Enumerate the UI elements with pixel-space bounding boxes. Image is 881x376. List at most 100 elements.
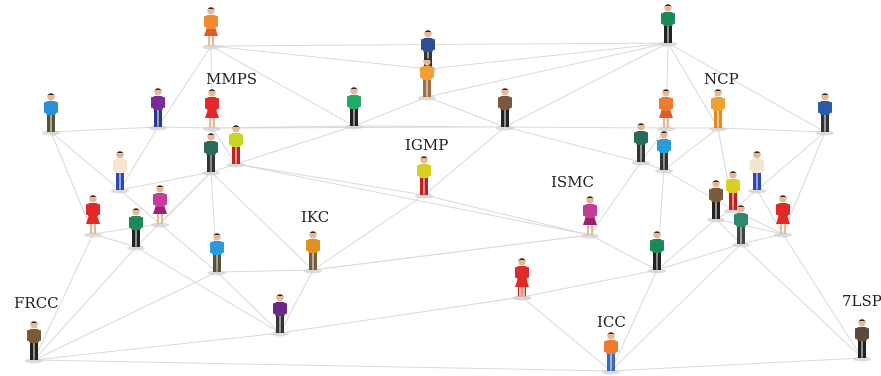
network-edge — [782, 233, 863, 359]
network-edge — [210, 45, 429, 70]
label-ismc: ISMC — [551, 173, 594, 191]
label-ikc: IKC — [301, 208, 329, 226]
person-icon — [496, 88, 514, 131]
person-icon — [513, 258, 531, 301]
network-edge — [33, 271, 218, 361]
network-edge — [50, 131, 94, 235]
network-edge — [663, 127, 719, 171]
network-edge — [33, 246, 137, 361]
label-icc: ICC — [597, 313, 626, 331]
label-7lsp: 7LSP — [842, 292, 881, 310]
network-edge — [423, 194, 591, 236]
network-edge — [33, 233, 94, 361]
labels-layer: MMPS NCP IGMP ISMC IKC FRCC ICC 7LSP — [14, 70, 881, 331]
network-edge — [279, 269, 314, 334]
network-edge — [427, 42, 669, 70]
network-edge — [119, 189, 161, 225]
network-edge — [715, 218, 742, 245]
network-edge — [589, 234, 658, 271]
person-icon — [202, 7, 220, 50]
network-edge — [663, 169, 734, 211]
network-edge — [610, 357, 863, 372]
network-edge — [504, 126, 642, 163]
network-edge — [426, 42, 669, 98]
person-icon — [659, 4, 677, 47]
network-edge — [210, 42, 669, 47]
network-edge — [312, 234, 591, 271]
person-icon — [415, 156, 433, 199]
network-edge — [521, 296, 612, 372]
network-edge — [610, 243, 742, 372]
network-edge — [216, 269, 314, 273]
people-layer — [25, 4, 871, 375]
person-icon — [25, 321, 43, 364]
person-icon — [581, 196, 599, 239]
person-icon — [127, 208, 145, 251]
network-edge — [504, 42, 669, 128]
label-igmp: IGMP — [405, 136, 448, 154]
network-edge — [589, 161, 642, 236]
network-edge — [157, 45, 212, 128]
label-frcc: FRCC — [14, 294, 59, 312]
network-edge — [33, 332, 281, 361]
person-icon — [418, 58, 436, 101]
person-icon — [732, 205, 750, 248]
person-icon — [304, 231, 322, 274]
network-edge — [756, 131, 826, 191]
person-icon — [632, 123, 650, 166]
network-edge — [50, 126, 159, 133]
person-icon — [748, 151, 766, 194]
person-icon — [853, 319, 871, 362]
network-edge — [667, 42, 826, 133]
network-edge — [235, 163, 591, 236]
network-edge — [521, 269, 658, 298]
person-icon — [602, 332, 620, 375]
person-icon — [648, 231, 666, 274]
network-edge — [119, 126, 159, 191]
network-edge — [756, 189, 784, 235]
network-edge — [426, 96, 506, 128]
person-icon — [202, 133, 220, 176]
network-edge — [135, 246, 281, 334]
network-edge — [135, 171, 212, 248]
person-icon — [151, 185, 169, 228]
network-edge — [715, 218, 784, 235]
person-icon — [111, 151, 129, 194]
network-edge — [423, 126, 506, 196]
network-edge — [33, 359, 612, 372]
network-edge — [210, 171, 314, 271]
edges-layer — [33, 42, 863, 372]
network-edge — [210, 45, 355, 127]
network-edge — [92, 223, 161, 235]
person-icon — [657, 89, 675, 132]
network-edge — [782, 131, 826, 235]
network-edge — [235, 163, 425, 196]
person-icon — [227, 125, 245, 168]
person-icon — [707, 180, 725, 223]
network-edge — [157, 126, 213, 129]
person-icon — [208, 233, 226, 276]
network-edge — [119, 171, 212, 191]
person-icon — [774, 195, 792, 238]
person-icon — [655, 131, 673, 174]
person-icon — [84, 195, 102, 238]
network-edge — [312, 194, 425, 271]
network-edge — [159, 223, 218, 273]
person-icon — [149, 88, 167, 131]
person-icon — [203, 89, 221, 132]
network-edge — [353, 125, 506, 128]
network-edge — [353, 96, 428, 127]
network-edge — [656, 243, 742, 271]
person-icon — [345, 87, 363, 130]
person-icon — [42, 93, 60, 136]
person-icon — [709, 89, 727, 132]
network-edge — [656, 218, 717, 271]
network-edge — [279, 296, 523, 334]
label-ncp: NCP — [704, 70, 739, 88]
network-edge — [740, 243, 863, 359]
network-edge — [235, 125, 355, 165]
person-icon — [816, 93, 834, 136]
person-icon — [271, 294, 289, 337]
network-edge — [50, 131, 121, 191]
